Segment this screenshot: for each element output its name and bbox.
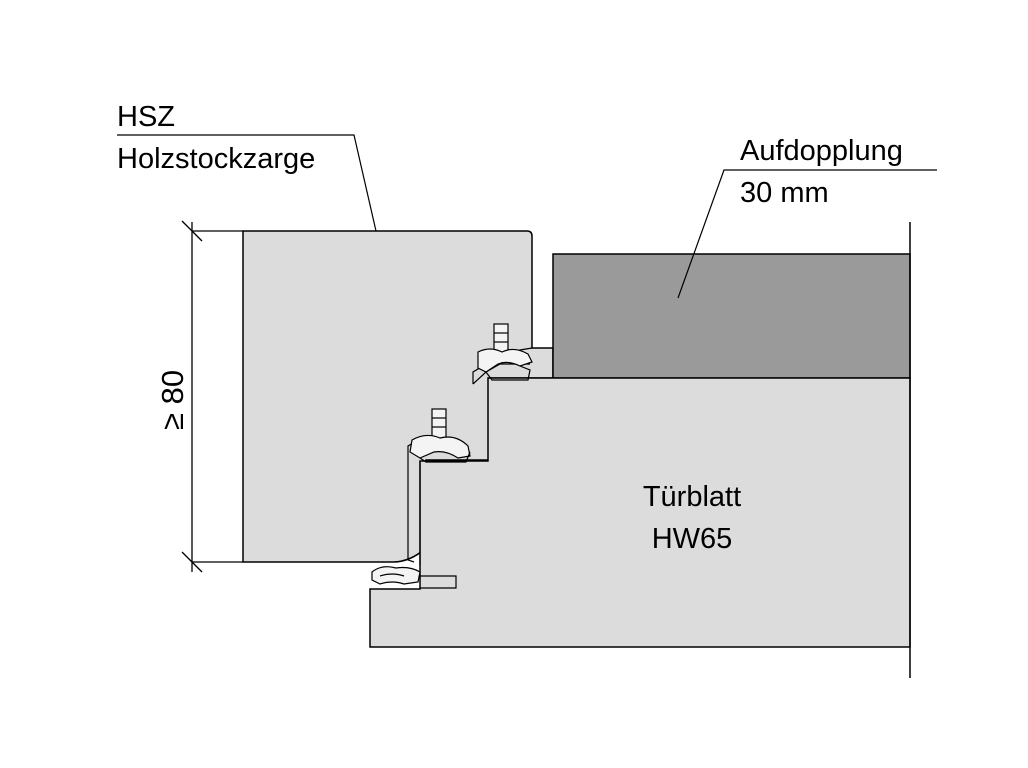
door-leaf-type-label: HW65 xyxy=(652,523,733,555)
middle-seal xyxy=(409,408,471,463)
frame-leader-line xyxy=(117,134,377,232)
doubling-thickness-label: 30 mm xyxy=(740,177,829,209)
dimension-label: ≥ 80 xyxy=(155,370,190,430)
doubling-leader-line xyxy=(677,169,937,299)
dimension-line xyxy=(181,220,243,573)
doubling-name-label: Aufdopplung xyxy=(740,135,903,167)
upper-seal xyxy=(477,323,533,381)
frame-code-label: HSZ xyxy=(117,101,175,133)
frame-name-label: Holzstockzarge xyxy=(117,143,315,175)
bottom-seal xyxy=(371,566,457,589)
door-leaf-name-label: Türblatt xyxy=(643,481,741,513)
doubling-layer xyxy=(552,253,911,379)
